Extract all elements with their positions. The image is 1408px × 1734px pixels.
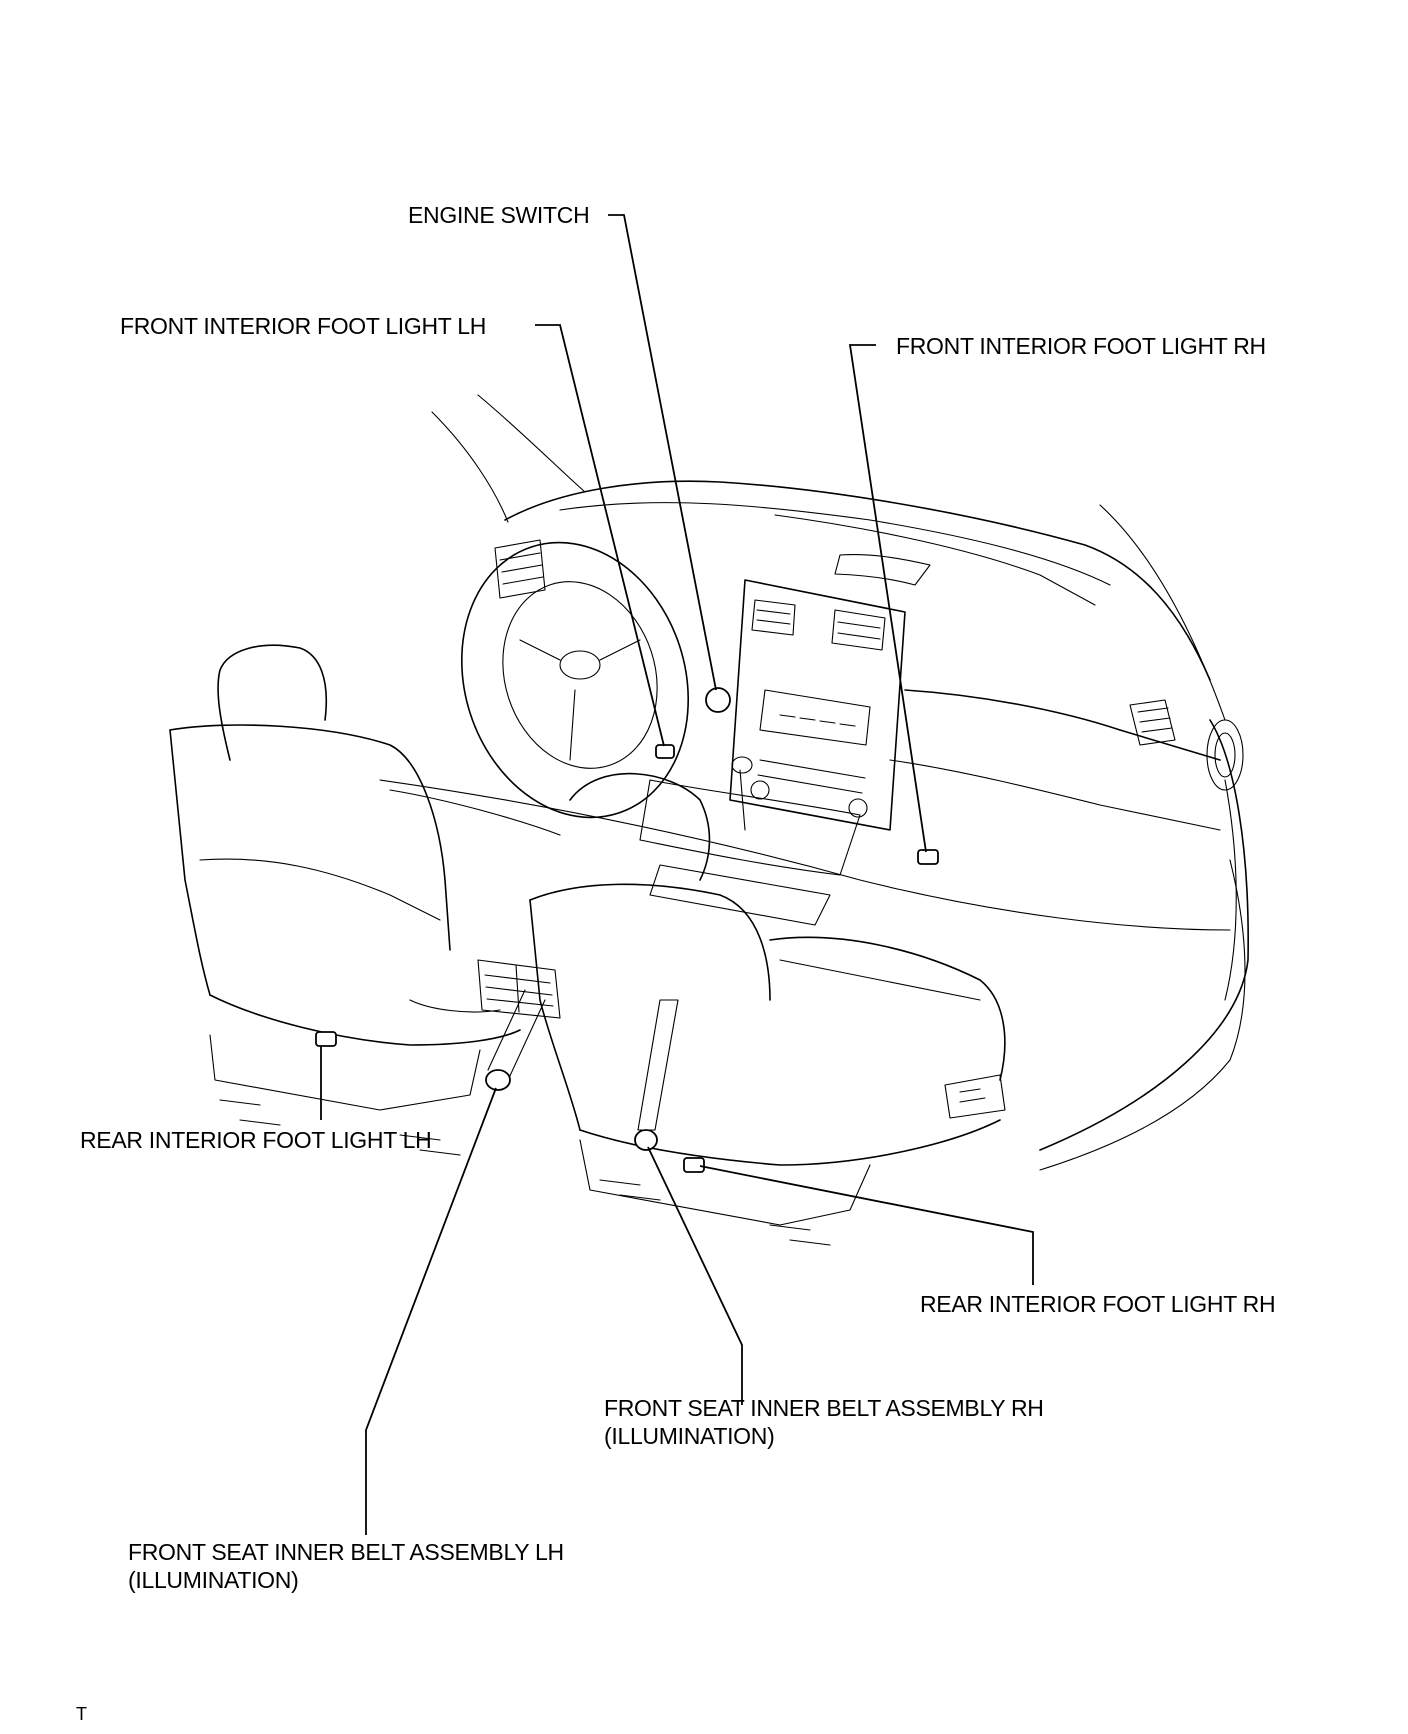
label-engine-switch: ENGINE SWITCH	[408, 202, 590, 228]
rear-foot-light-rh-marker	[683, 1157, 705, 1173]
component-markers	[315, 687, 939, 1173]
leader-front-foot-light-lh	[535, 324, 665, 747]
leader-belt-lh	[365, 1087, 497, 1535]
leader-belt-rh	[647, 1146, 743, 1405]
label-front-interior-foot-light-rh: FRONT INTERIOR FOOT LIGHT RH	[896, 333, 1266, 359]
label-front-seat-inner-belt-rh: FRONT SEAT INNER BELT ASSEMBLY RH (ILLUM…	[604, 1394, 1044, 1450]
leader-rear-foot-light-rh	[699, 1165, 1034, 1285]
label-belt-lh-line1: FRONT SEAT INNER BELT ASSEMBLY LH	[128, 1539, 564, 1565]
label-front-interior-foot-light-lh: FRONT INTERIOR FOOT LIGHT LH	[120, 313, 487, 339]
label-rear-interior-foot-light-rh: REAR INTERIOR FOOT LIGHT RH	[920, 1291, 1276, 1317]
label-belt-rh-line1: FRONT SEAT INNER BELT ASSEMBLY RH	[604, 1395, 1044, 1421]
rear-foot-light-lh-marker	[315, 1031, 337, 1047]
leader-lines	[320, 214, 1034, 1535]
front-foot-light-rh-marker	[917, 849, 939, 865]
engine-switch-marker	[705, 687, 731, 713]
corner-mark: T	[76, 1704, 87, 1724]
leader-front-foot-light-rh	[848, 344, 927, 853]
label-belt-lh-line2: (ILLUMINATION)	[128, 1567, 299, 1593]
front-foot-light-lh-marker	[655, 744, 675, 759]
label-belt-rh-line2: (ILLUMINATION)	[604, 1423, 775, 1449]
vehicle-interior-drawing	[169, 394, 1249, 1246]
label-rear-interior-foot-light-lh: REAR INTERIOR FOOT LIGHT LH	[80, 1127, 432, 1153]
leader-engine-switch	[608, 214, 717, 691]
label-front-seat-inner-belt-lh: FRONT SEAT INNER BELT ASSEMBLY LH (ILLUM…	[128, 1538, 564, 1594]
